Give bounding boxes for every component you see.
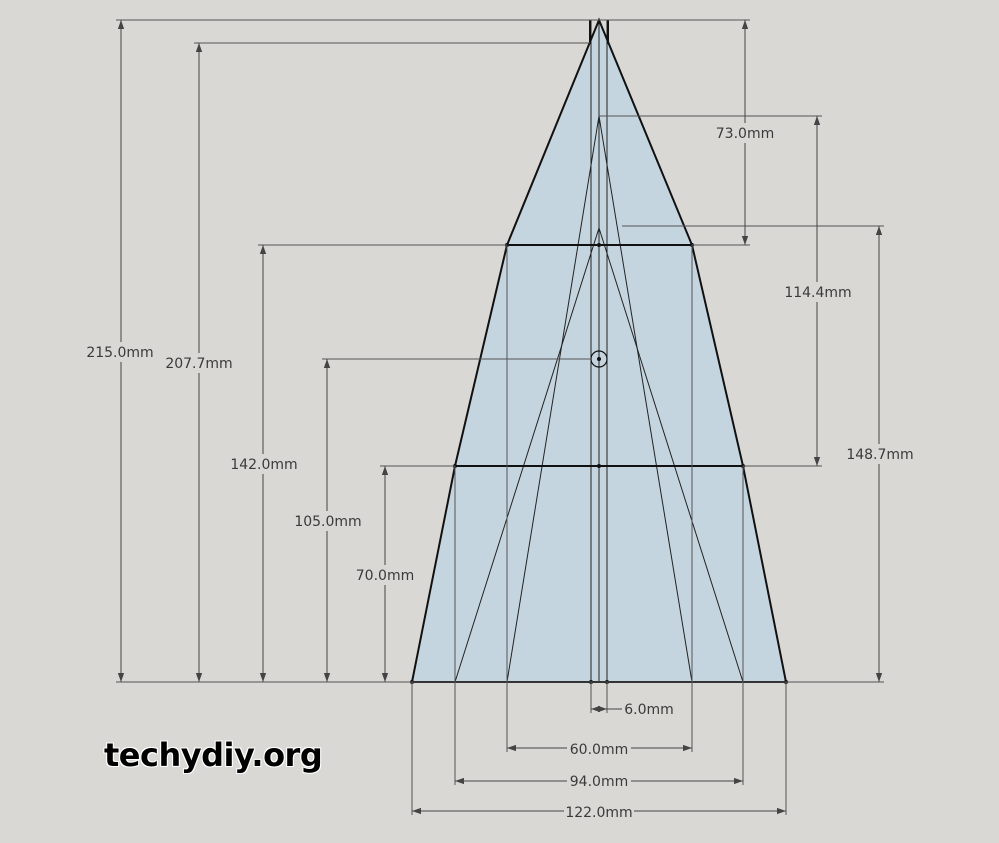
lower-inner-height-label: 148.7mm xyxy=(846,447,913,463)
extension-lines xyxy=(116,19,884,815)
top-tier-width-label: 60.0mm xyxy=(570,742,628,758)
top-tier-height-label: 73.0mm xyxy=(716,126,774,142)
first-tier-base-label: 70.0mm xyxy=(356,568,414,584)
label-backgrounds xyxy=(86,123,915,821)
tree-height-label: 207.7mm xyxy=(165,356,232,372)
dimension-labels: 215.0mm 207.7mm 142.0mm 105.0mm 70.0mm 7… xyxy=(86,126,913,821)
site-watermark: techydiy.org xyxy=(104,736,323,774)
overall-height-label: 215.0mm xyxy=(86,345,153,361)
middle-inner-height-label: 114.4mm xyxy=(784,285,851,301)
slot-width-label: 6.0mm xyxy=(624,702,674,718)
middle-tier-width-label: 94.0mm xyxy=(570,774,628,790)
center-mark-label: 105.0mm xyxy=(294,514,361,530)
base-width-label: 122.0mm xyxy=(565,805,632,821)
second-tier-base-label: 142.0mm xyxy=(230,457,297,473)
